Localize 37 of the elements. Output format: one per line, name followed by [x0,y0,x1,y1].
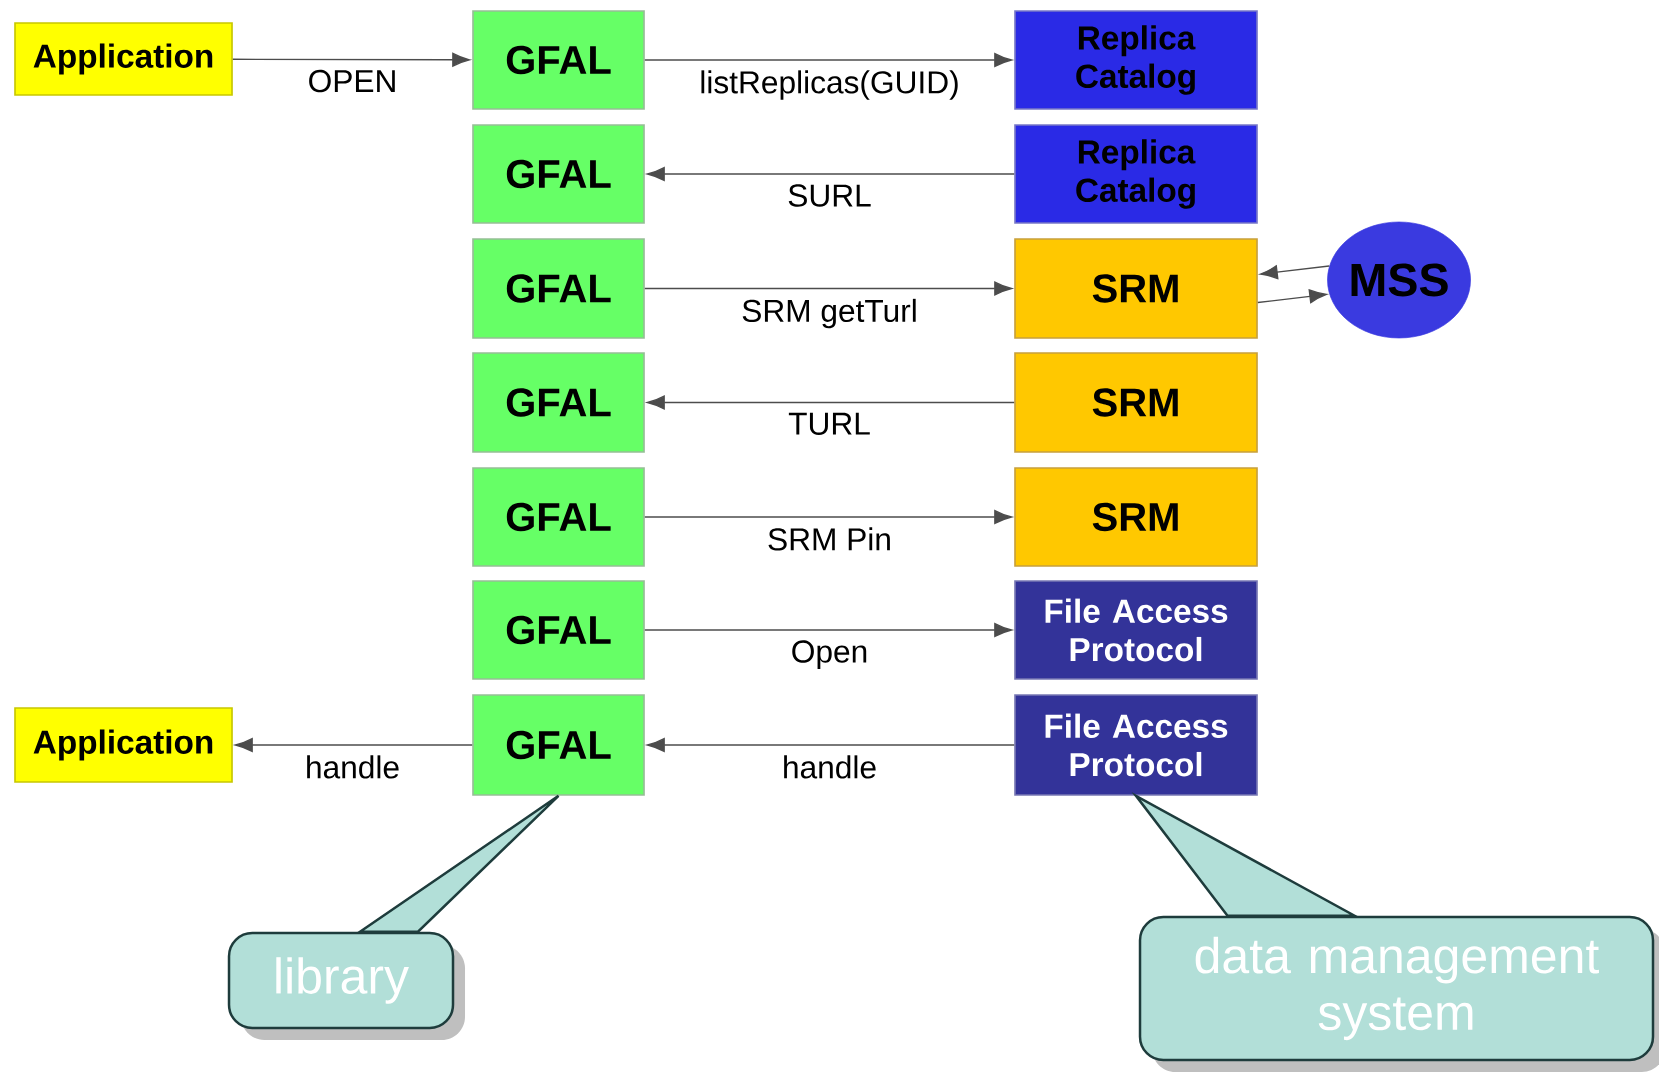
arrow [1257,289,1328,304]
gfal-box: GFAL [472,580,645,680]
gfal-box: GFAL [472,124,645,224]
srm-box: SRM [1014,352,1258,453]
edge-label: SRM Pin [768,527,890,551]
arrow [232,52,471,67]
edge-label: SRM getTurl [742,298,916,329]
gfal-box: GFAL [472,694,645,796]
arrow [1259,265,1330,280]
edge-label: SURL [788,184,871,207]
edge-label: OPEN [309,69,395,93]
arrow [644,281,1013,296]
callout-bubble: library [227,931,455,1030]
edge-label: handle [784,755,876,779]
edge-label: Open [792,640,867,669]
edge-label: listReplicas(GUID) [701,70,958,100]
edge-label: handle [307,755,399,779]
protocol-box: File Access Protocol [1014,694,1258,796]
catalog-box: Replica Catalog [1014,124,1258,224]
srm-box: SRM [1014,467,1258,567]
arrow [646,395,1015,410]
edge-label: TURL [788,412,870,435]
app-box: Application [14,22,233,96]
arrow [646,738,1015,752]
arrow [644,623,1013,637]
app-box: Application [14,707,233,783]
gfal-box: GFAL [472,467,645,567]
arrow [234,738,473,752]
arrow [644,53,1013,67]
protocol-box: File Access Protocol [1014,580,1258,680]
arrow [646,167,1015,181]
catalog-box: Replica Catalog [1014,10,1258,110]
gfal-box: GFAL [472,238,645,339]
srm-box: SRM [1014,238,1258,339]
gfal-box: GFAL [472,352,645,453]
gfal-box: GFAL [472,10,645,110]
arrow [644,510,1013,524]
